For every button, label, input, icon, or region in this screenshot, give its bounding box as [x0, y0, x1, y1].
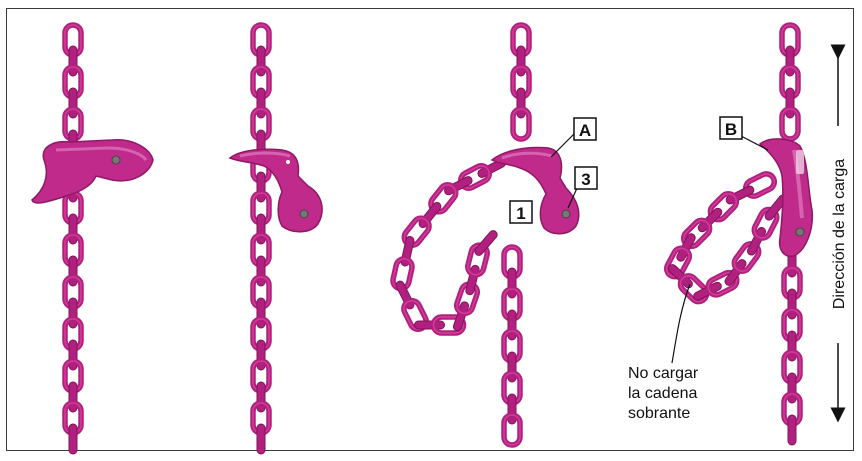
- chain-link: [69, 340, 77, 370]
- tag-1: 1: [510, 201, 532, 223]
- chain-link: [788, 373, 796, 403]
- tag-1-text: 1: [516, 204, 525, 223]
- tag-3-text: 3: [581, 170, 590, 189]
- hook-1: [32, 140, 153, 203]
- chain-link: [415, 321, 445, 329]
- chain-link: [786, 88, 794, 118]
- chain-link: [788, 331, 796, 361]
- chain-link: [69, 256, 77, 286]
- tag-b-text: B: [725, 120, 737, 139]
- chain-link: [508, 268, 516, 298]
- chain-link: [508, 310, 516, 340]
- hook-2: [230, 149, 322, 231]
- chain-link: [257, 172, 265, 202]
- overhang-note: No cargar la cadena sobrante: [628, 284, 699, 422]
- chain-link: [257, 382, 265, 412]
- overhang-line-1: No cargar: [628, 365, 699, 382]
- chain-link: [786, 46, 794, 76]
- load-direction-label: Dirección de la carga: [831, 159, 848, 309]
- chain-link: [69, 298, 77, 328]
- overhang-line-3: sobrante: [628, 405, 690, 422]
- chain-link: [257, 88, 265, 118]
- chain-link: [69, 46, 77, 76]
- chain-link: [257, 46, 265, 76]
- chain-link: [517, 88, 525, 118]
- chain-link: [69, 88, 77, 118]
- chain-link: [69, 382, 77, 412]
- chain-link: [69, 424, 77, 454]
- chain-link: [257, 424, 265, 454]
- overhang-line-2: la cadena: [628, 385, 697, 402]
- chain-link: [508, 394, 516, 424]
- chain-link: [517, 46, 525, 76]
- chain-link: [257, 340, 265, 370]
- chain-link: [788, 415, 796, 445]
- chain-link: [257, 298, 265, 328]
- tag-a: A: [551, 118, 596, 157]
- chain-link: [257, 256, 265, 286]
- tag-a-text: A: [579, 121, 591, 140]
- chain-link: [788, 289, 796, 319]
- chain-link: [69, 214, 77, 244]
- hook-3: [492, 148, 579, 234]
- load-direction-arrow: Dirección de la carga: [831, 52, 848, 415]
- chain-link: [257, 214, 265, 244]
- chain-link: [508, 352, 516, 382]
